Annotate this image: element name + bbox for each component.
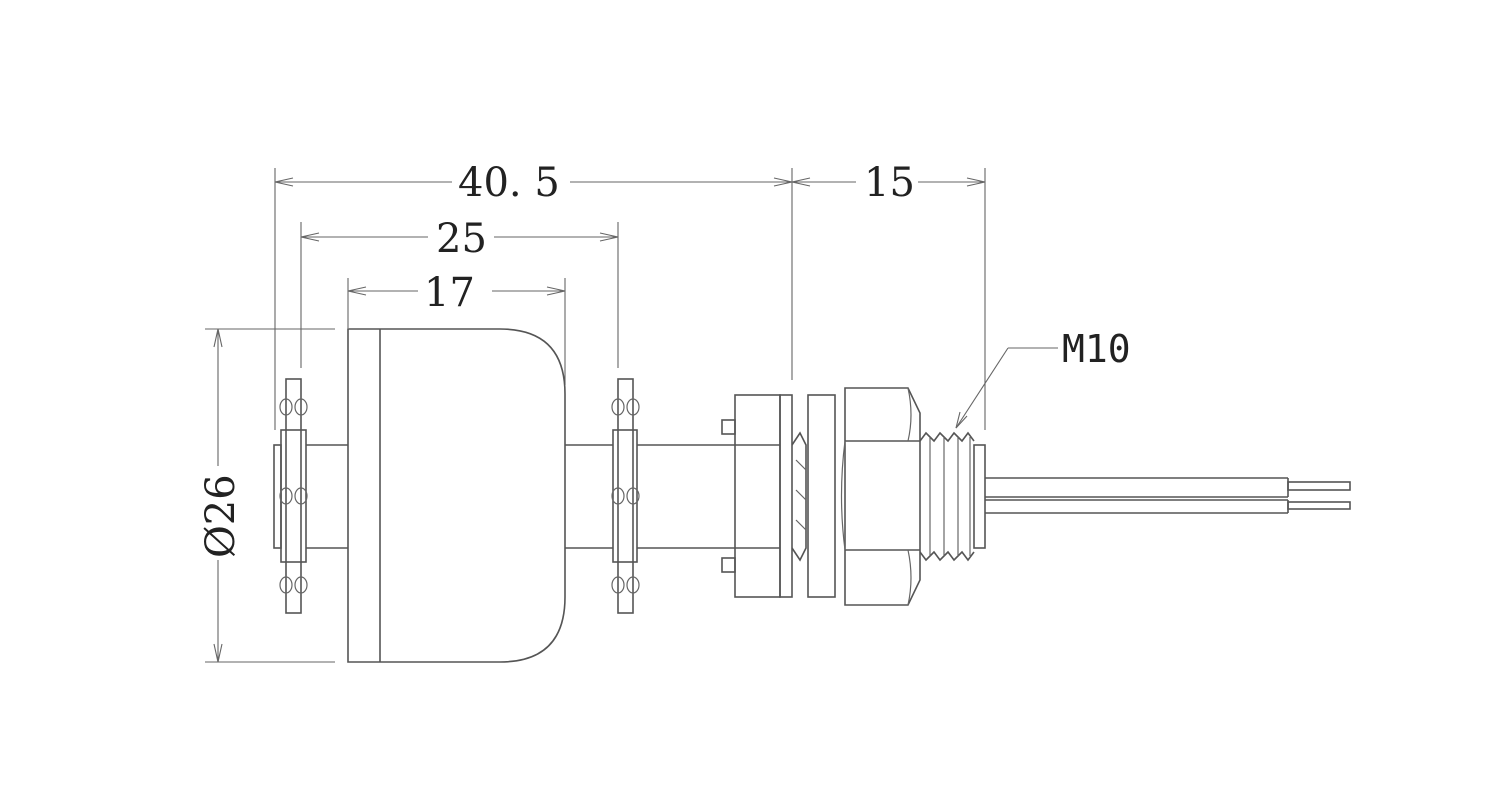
lock-washer xyxy=(791,431,807,562)
dimension-float-span: 25 xyxy=(300,216,619,368)
thread-size-label: M10 xyxy=(1062,327,1131,371)
float-length-label: 17 xyxy=(424,270,475,316)
lead-wires xyxy=(985,477,1351,514)
threaded-section xyxy=(919,431,986,562)
hex-nut xyxy=(840,387,921,606)
diameter-label: Ø26 xyxy=(198,474,244,558)
stem-rod xyxy=(306,444,735,549)
dimension-overall-length: 40. 5 xyxy=(274,160,793,430)
dimension-diameter: Ø26 xyxy=(198,328,335,663)
right-retaining-clip xyxy=(611,378,640,614)
dimension-thread-length: 15 xyxy=(791,160,986,430)
flat-washer xyxy=(807,394,836,598)
thread-length-label: 15 xyxy=(864,160,915,206)
left-retaining-clip xyxy=(273,378,308,614)
dimension-float-length: 17 xyxy=(347,270,566,385)
float-span-label: 25 xyxy=(436,216,487,262)
float-body xyxy=(347,328,566,663)
thread-callout: M10 xyxy=(955,327,1131,429)
overall-length-label: 40. 5 xyxy=(458,160,560,206)
mounting-head xyxy=(721,394,793,598)
